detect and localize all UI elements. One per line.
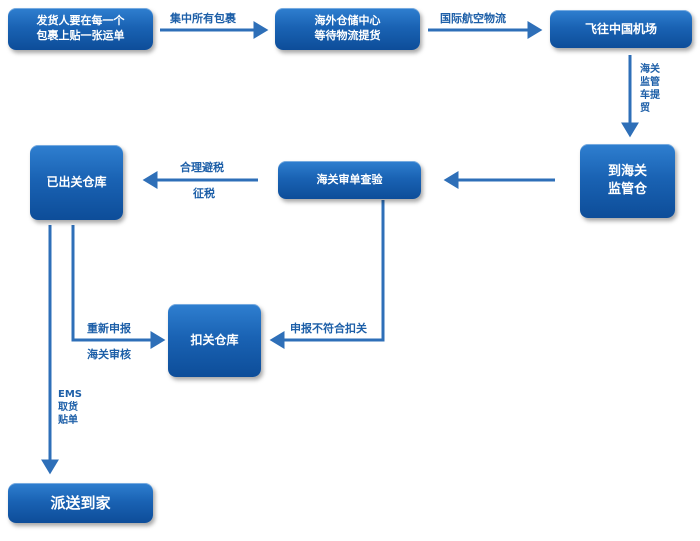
label-consolidate: 集中所有包裹 <box>170 12 236 25</box>
node-customs-warehouse: 到海关 监管仓 <box>580 144 675 218</box>
label-ems: EMS 取货 贴单 <box>58 389 82 426</box>
arrow-inspection-to-detained <box>269 200 385 349</box>
node-sender: 发货人要在每一个 包裹上贴一张运单 <box>8 8 153 50</box>
node-cleared-text: 已出关仓库 <box>46 175 107 190</box>
node-detained-text: 扣关仓库 <box>190 333 239 348</box>
arrow-cleared-to-detained <box>71 225 166 349</box>
label-truck: 海关 监管 车提 贸 <box>640 64 660 114</box>
label-air-freight: 国际航空物流 <box>440 12 506 25</box>
node-detained: 扣关仓库 <box>168 304 261 377</box>
node-inspection-text: 海关审单查验 <box>316 172 383 186</box>
node-delivery: 派送到家 <box>8 483 153 523</box>
node-customs-warehouse-text: 到海关 监管仓 <box>607 164 647 197</box>
label-review: 海关审核 <box>87 348 131 361</box>
node-warehouse-text: 海外仓储中心 等待物流提货 <box>314 14 381 42</box>
node-inspection: 海关审单查验 <box>278 161 421 199</box>
label-redeclare: 重新申报 <box>87 322 131 335</box>
label-tax-2: 征税 <box>193 187 215 200</box>
node-delivery-text: 派送到家 <box>50 493 111 512</box>
node-cleared: 已出关仓库 <box>30 145 123 220</box>
node-sender-text: 发货人要在每一个 包裹上贴一张运单 <box>36 14 125 42</box>
node-flight: 飞往中国机场 <box>550 10 692 48</box>
node-flight-text: 飞往中国机场 <box>584 21 657 36</box>
label-tax-1: 合理避税 <box>180 161 224 174</box>
label-noncompliant: 申报不符合扣关 <box>290 322 367 335</box>
node-warehouse: 海外仓储中心 等待物流提货 <box>275 8 420 50</box>
